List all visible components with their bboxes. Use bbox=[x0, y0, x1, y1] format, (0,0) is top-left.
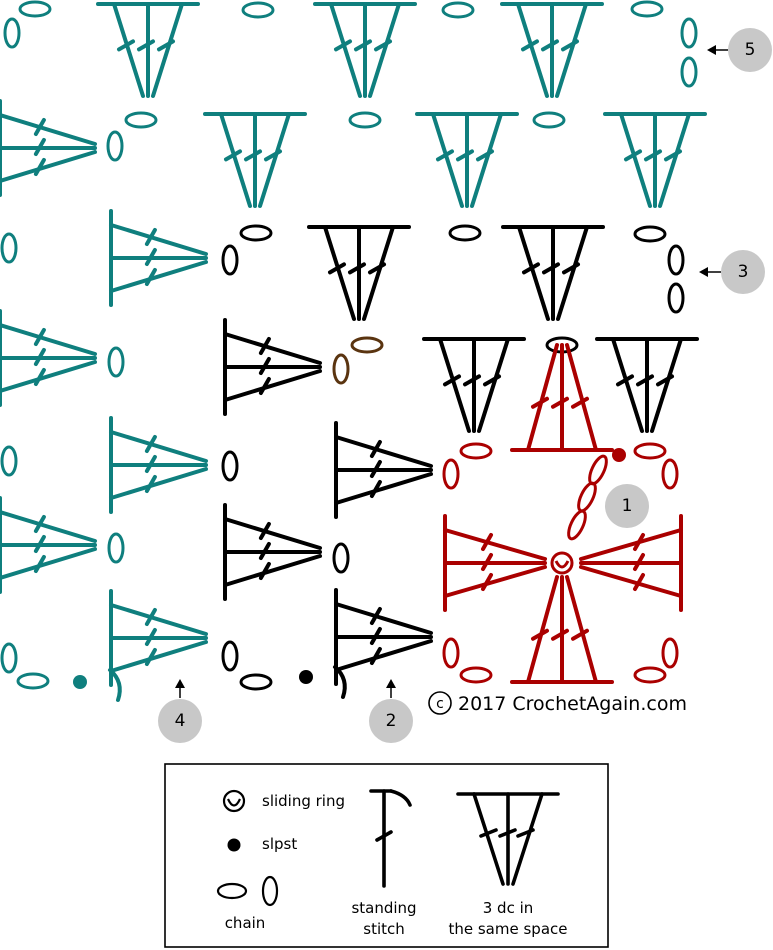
dc-cluster-right bbox=[443, 514, 547, 612]
legend: sliding ring slpst chain standing stitch… bbox=[164, 763, 609, 948]
dc-cluster-down bbox=[307, 225, 411, 321]
marker-2: 2 bbox=[369, 679, 413, 743]
dc-cluster-down bbox=[313, 2, 417, 98]
chain-stitch bbox=[239, 673, 273, 691]
legend-3dc-label-2: the same space bbox=[448, 920, 567, 938]
dc-cluster-down bbox=[510, 575, 614, 684]
chain-stitch bbox=[16, 672, 50, 690]
chain-stitch bbox=[567, 509, 587, 541]
standing-stitch-hook bbox=[108, 668, 122, 702]
dc-cluster-up bbox=[510, 343, 614, 452]
dc-cluster-down bbox=[603, 112, 707, 208]
chain-stitch bbox=[441, 1, 475, 19]
copyright-notice: c 2017 CrochetAgain.com bbox=[428, 691, 687, 715]
chain-stitch bbox=[459, 666, 493, 684]
copyright-text: 2017 CrochetAgain.com bbox=[458, 693, 687, 715]
chain-stitch bbox=[577, 481, 597, 513]
dc-cluster-down bbox=[415, 112, 519, 208]
chain-stitch bbox=[332, 542, 350, 574]
chain-stitch bbox=[633, 666, 667, 684]
dc-cluster-right bbox=[223, 503, 322, 601]
dc-cluster-down bbox=[501, 225, 605, 321]
chain-stitch bbox=[633, 442, 667, 460]
chain-stitch bbox=[124, 111, 158, 129]
dc-cluster-right bbox=[109, 416, 208, 514]
chain-stitch bbox=[239, 224, 273, 242]
sliding-ring bbox=[550, 551, 574, 575]
marker-4: 4 bbox=[158, 679, 202, 743]
chain-stitch bbox=[350, 336, 384, 354]
slip-stitch bbox=[73, 675, 87, 689]
dc-cluster-down bbox=[422, 337, 526, 433]
dc-cluster-left bbox=[579, 514, 683, 612]
legend-ring-label: sliding ring bbox=[262, 792, 345, 810]
standing-stitch-icon bbox=[369, 789, 412, 888]
chain-stitch bbox=[0, 445, 18, 477]
marker-5: 5 bbox=[707, 28, 772, 72]
dc-cluster-down bbox=[500, 2, 604, 98]
chain-stitch bbox=[332, 353, 350, 385]
dc-cluster-right bbox=[334, 421, 433, 519]
legend-chain-label: chain bbox=[225, 914, 266, 932]
marker-3: 3 bbox=[699, 250, 765, 294]
chain-stitch bbox=[667, 244, 685, 276]
legend-3dc-label-1: 3 dc in bbox=[483, 899, 534, 917]
legend-standing-label-2: stitch bbox=[363, 920, 405, 938]
dc-cluster-right bbox=[109, 209, 208, 307]
svg-text:c: c bbox=[436, 696, 444, 712]
dc-cluster-right bbox=[109, 589, 208, 687]
svg-text:1: 1 bbox=[622, 496, 633, 516]
dc-cluster-right bbox=[223, 318, 322, 416]
slip-stitch bbox=[612, 448, 626, 462]
dc-cluster-right bbox=[334, 588, 433, 686]
dc-cluster-right bbox=[0, 99, 97, 197]
slpst-icon bbox=[227, 838, 241, 852]
sliding-ring-icon bbox=[222, 789, 246, 813]
svg-text:3: 3 bbox=[738, 262, 749, 282]
chain-stitch bbox=[18, 0, 52, 18]
chain-stitch bbox=[448, 224, 482, 242]
chain-stitch bbox=[241, 1, 275, 19]
svg-text:5: 5 bbox=[745, 40, 756, 60]
standing-stitch-hook bbox=[333, 665, 347, 699]
svg-text:2: 2 bbox=[386, 711, 397, 731]
chain-stitch bbox=[661, 458, 679, 490]
chain-stitch bbox=[221, 450, 239, 482]
chain-stitch bbox=[3, 17, 21, 49]
chain-stitch bbox=[442, 458, 460, 490]
chain-stitch bbox=[0, 232, 18, 264]
legend-standing-label-1: standing bbox=[351, 899, 416, 917]
dc-cluster-down bbox=[203, 112, 307, 208]
chain-stitch bbox=[0, 642, 18, 674]
dc-cluster-down bbox=[96, 2, 200, 98]
chain-stitch bbox=[107, 532, 125, 564]
chain-icon bbox=[216, 875, 279, 907]
chain-stitch bbox=[221, 640, 239, 672]
chain-stitch bbox=[348, 111, 382, 129]
chain-stitch bbox=[459, 442, 493, 460]
svg-text:4: 4 bbox=[175, 711, 186, 731]
three-dc-icon bbox=[456, 792, 560, 886]
chain-stitch bbox=[442, 637, 460, 669]
chain-stitch bbox=[633, 225, 667, 243]
chain-stitch bbox=[107, 346, 125, 378]
stitch-diagram bbox=[0, 0, 707, 702]
chain-stitch bbox=[667, 282, 685, 314]
chain-stitch bbox=[588, 454, 608, 486]
legend-slpst-label: slpst bbox=[262, 835, 297, 853]
chain-stitch bbox=[630, 0, 664, 18]
dc-cluster-right bbox=[0, 309, 97, 407]
chain-stitch bbox=[680, 17, 698, 49]
chain-stitch bbox=[106, 130, 124, 162]
marker-1: 1 bbox=[605, 484, 649, 528]
sliding-ring-inner bbox=[554, 560, 570, 569]
dc-cluster-down bbox=[595, 337, 699, 433]
chain-stitch bbox=[661, 637, 679, 669]
dc-cluster-right bbox=[0, 496, 97, 594]
slip-stitch bbox=[299, 670, 313, 684]
chain-stitch bbox=[532, 111, 566, 129]
chain-stitch bbox=[680, 56, 698, 88]
chain-stitch bbox=[221, 244, 239, 276]
